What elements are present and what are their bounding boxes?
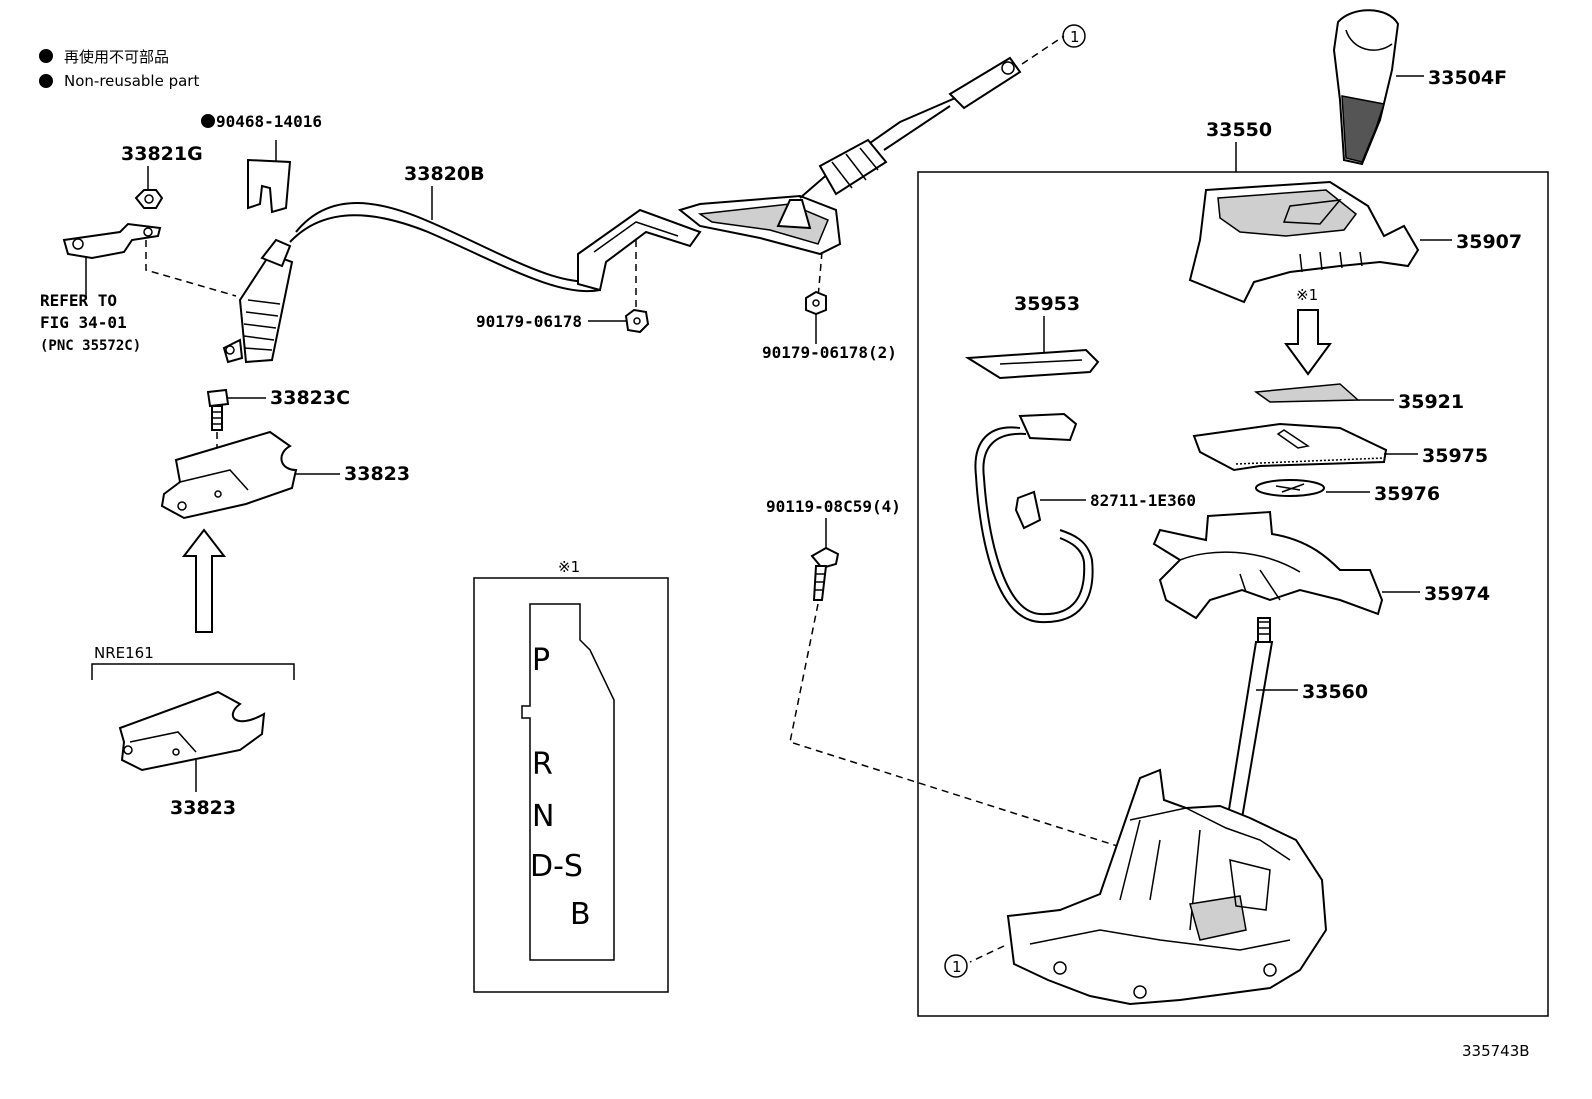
label-35907: 35907 (1456, 231, 1522, 253)
label-33820b: 33820B (404, 163, 485, 185)
gate-position-r: R (532, 747, 553, 782)
label-33823-top: 33823 (344, 463, 410, 485)
shifter-assembly-33550: 33550 (917, 119, 1549, 1017)
gate-ref-mark: ※1 (558, 558, 580, 576)
nut-33821g: 33821G (62, 143, 237, 297)
shifter-base (969, 768, 1328, 1006)
shift-knob-33504f: 33504F (1332, 9, 1507, 166)
refer-to-line1: REFER TO (40, 291, 117, 310)
label-33504f: 33504F (1428, 67, 1507, 89)
shift-gate-inset: ※1 P R N D-S B (473, 558, 669, 993)
arrow-up-icon (181, 528, 227, 633)
shift-cable-33820b: 33820B (222, 35, 1065, 364)
shift-lever-33560: 33560 (1224, 617, 1368, 832)
label-33823-bottom: 33823 (170, 797, 236, 819)
nre161-group: NRE161 33823 (91, 644, 295, 819)
label-33550: 33550 (1206, 119, 1272, 141)
nut-90179-b: 90179-06178(2) (762, 290, 897, 362)
part-35975: 35975 (1192, 422, 1488, 472)
clip-90468: 90468-14016 (201, 112, 322, 214)
label-33560: 33560 (1302, 681, 1368, 703)
ref-mark-top: ※1 (1296, 286, 1318, 304)
bracket-33823-top: 33823 (160, 430, 410, 520)
circle-1-bottom-text: 1 (952, 958, 962, 976)
label-33823c: 33823C (270, 387, 350, 409)
label-35974: 35974 (1424, 583, 1490, 605)
legend-en-text: Non-reusable part (64, 72, 199, 90)
label-35976: 35976 (1374, 483, 1440, 505)
part-35921: 35921 (1253, 383, 1464, 413)
console-cover-35907: 35907 (1188, 180, 1522, 304)
label-82711-1e360: 82711-1E360 (1090, 491, 1196, 510)
illustration-number: 335743B (1462, 1042, 1530, 1060)
gate-position-n: N (532, 799, 554, 834)
gate-position-b: B (570, 897, 591, 932)
bolt-33823c: 33823C (206, 387, 350, 494)
reference-circle-1-bottom: 1 (944, 954, 968, 978)
part-35953: 35953 (964, 293, 1100, 380)
indicator-housing-35974: 35974 (1152, 510, 1490, 620)
legend-jp-text: 再使用不可部品 (64, 48, 169, 66)
non-reusable-bullet-icon (39, 49, 53, 63)
legend: 再使用不可部品 Non-reusable part (39, 48, 199, 90)
refer-to-line2: FIG 34-01 (40, 313, 127, 332)
non-reusable-bullet-icon (39, 74, 53, 88)
wire-harness-82711: 82711-1E360 (974, 412, 1196, 624)
nut-90179-a: 90179-06178 (476, 308, 650, 334)
reference-circle-1-top: 1 (1062, 24, 1086, 48)
label-90179-06178-2: 90179-06178(2) (762, 343, 897, 362)
label-90468-14016: 90468-14016 (216, 112, 322, 131)
label-90119-08c59-4: 90119-08C59(4) (766, 497, 901, 516)
label-35953: 35953 (1014, 293, 1080, 315)
refer-to-line3: (PNC 35572C) (40, 338, 141, 354)
arrow-down-icon (1284, 309, 1332, 376)
label-35921: 35921 (1398, 391, 1464, 413)
circle-1-top-text: 1 (1070, 28, 1080, 46)
part-35976: 35976 (1255, 479, 1440, 505)
non-reusable-bullet-icon (201, 114, 215, 128)
label-90179-06178: 90179-06178 (476, 312, 582, 331)
gate-position-p: P (532, 643, 550, 678)
label-nre161: NRE161 (94, 644, 154, 662)
gate-position-d-s: D-S (530, 849, 583, 884)
label-33821g: 33821G (121, 143, 203, 165)
label-35975: 35975 (1422, 445, 1488, 467)
